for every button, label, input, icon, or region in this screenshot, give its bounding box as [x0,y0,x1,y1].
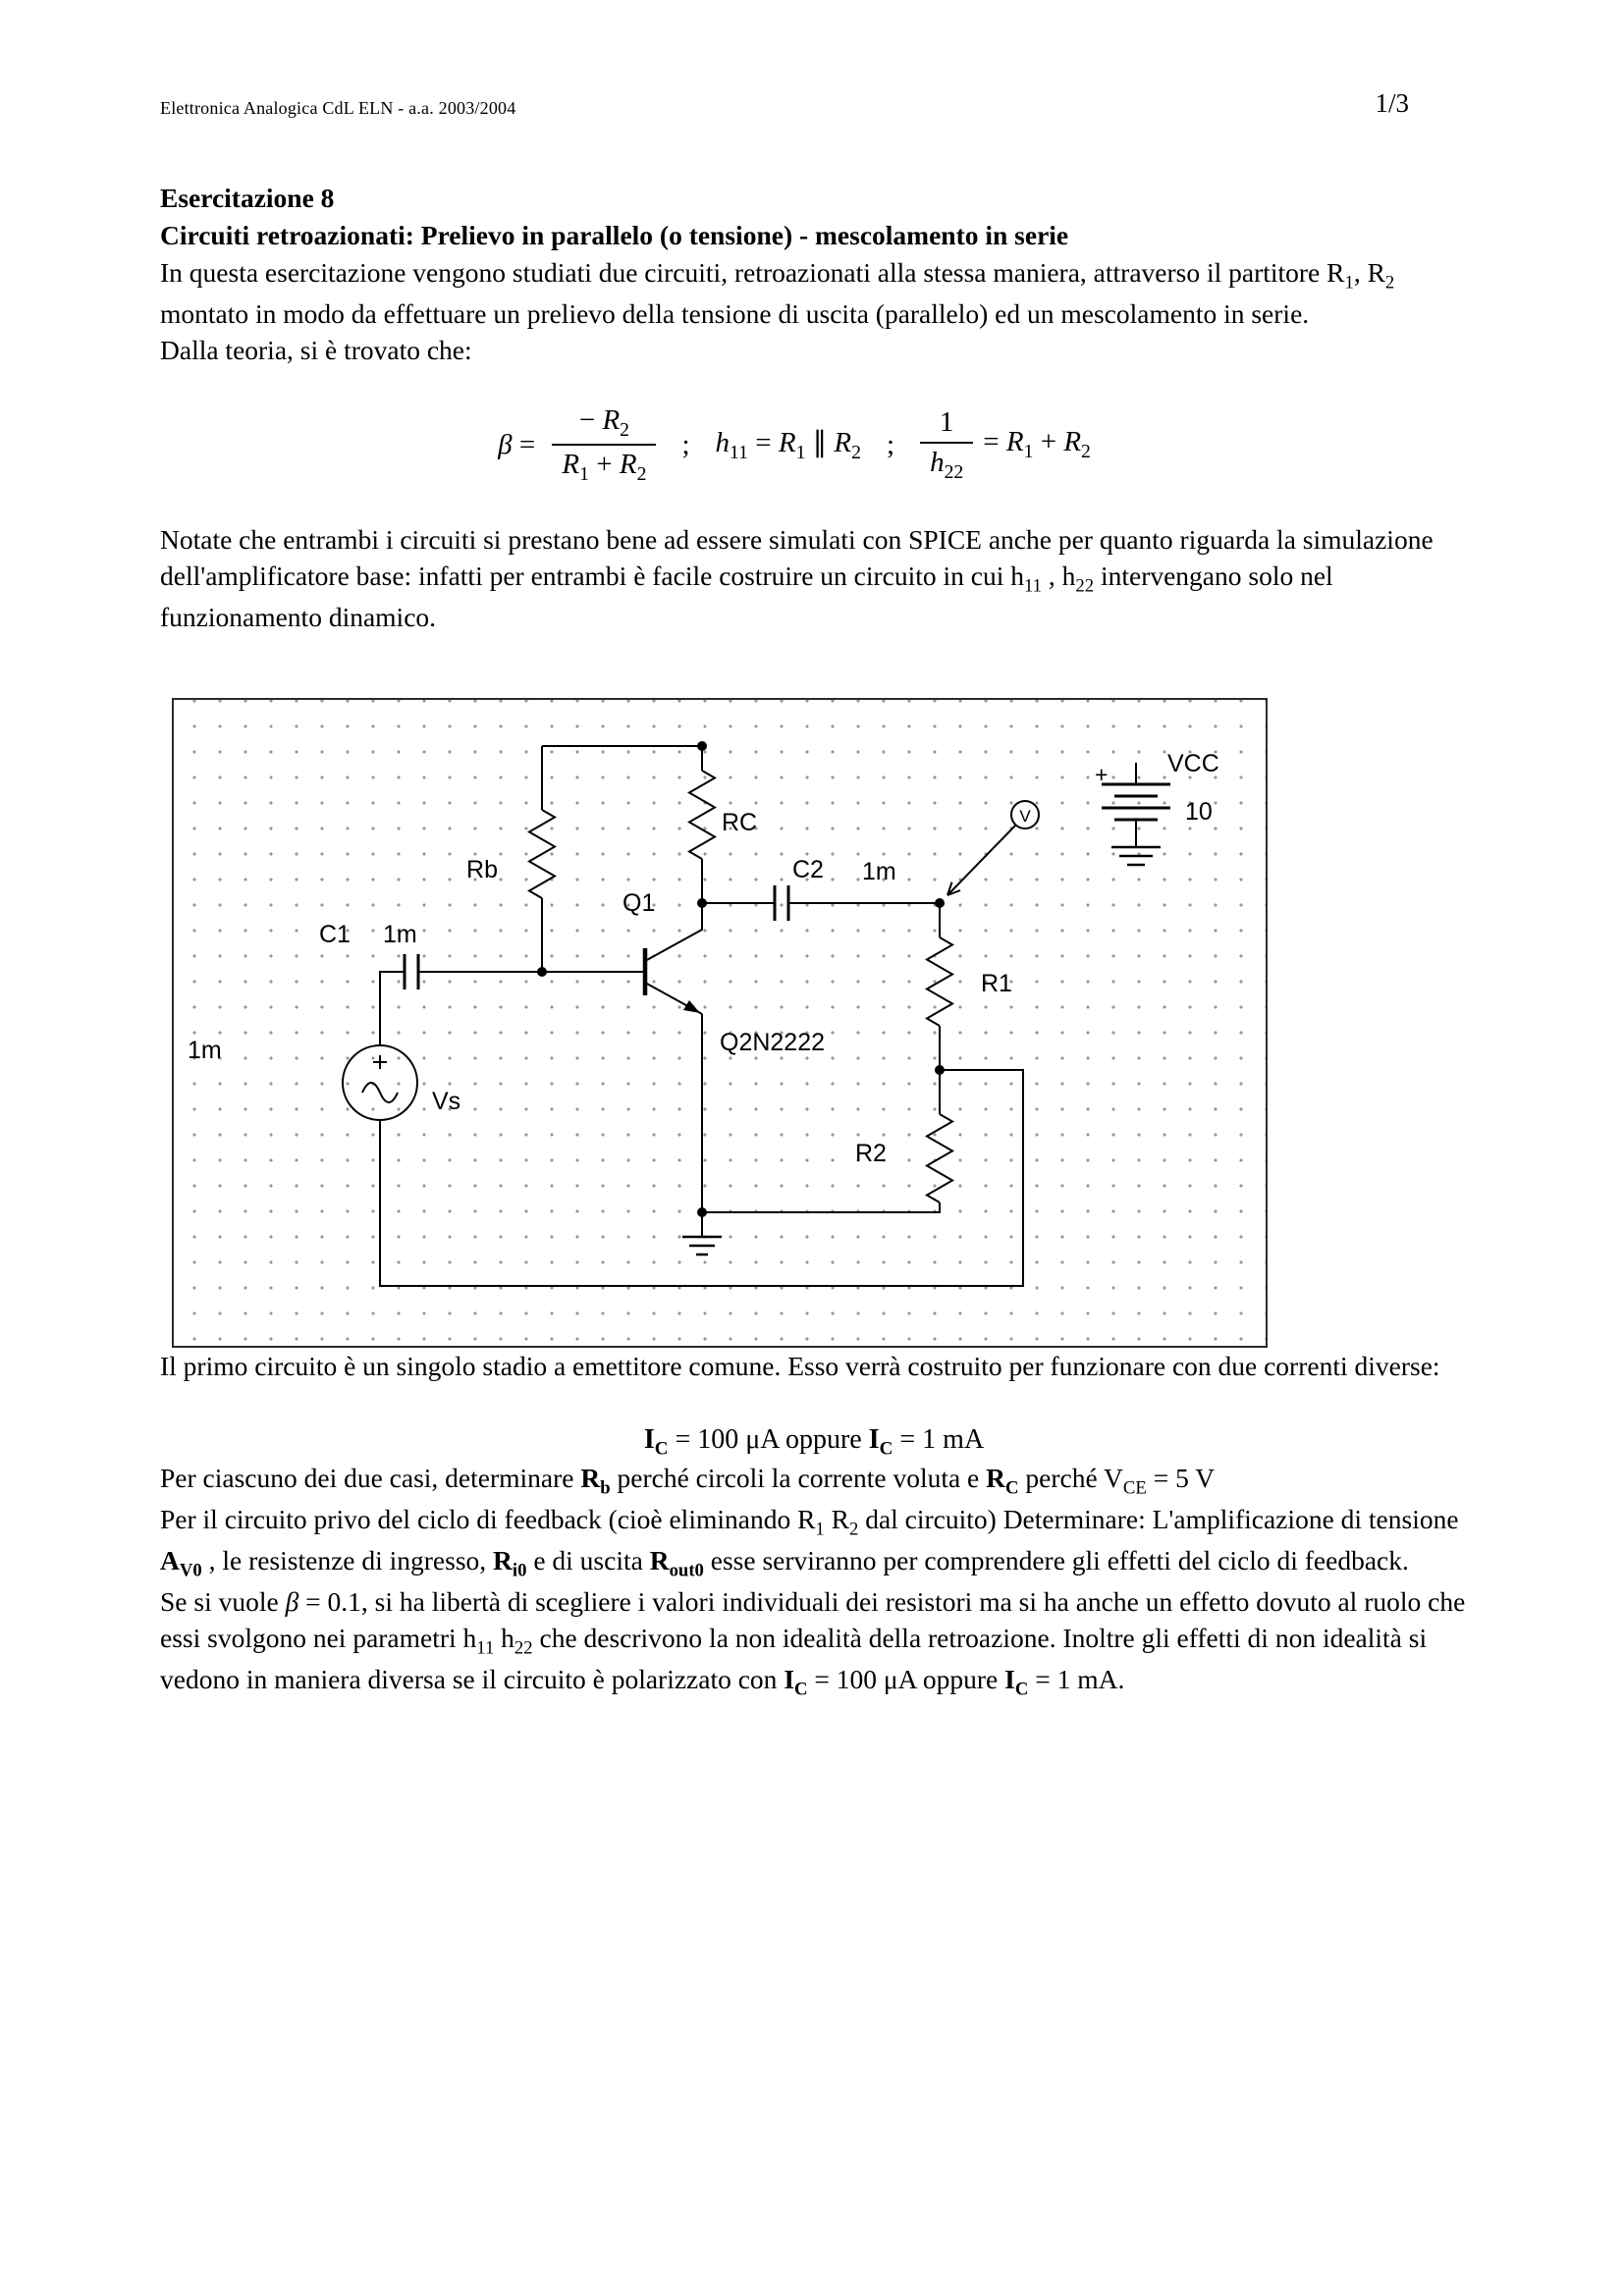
source-vs [342,1044,418,1122]
capacitor-c2 [773,885,790,922]
resistor-rc [686,770,718,861]
paragraph-first-circuit: Il primo circuito è un singolo stadio a … [160,1351,1440,1382]
circuit-wires [379,745,1024,1288]
probe-v-label: V [1019,807,1031,826]
formula-separator: ; [887,428,895,460]
title-block: Esercitazione 8 Circuiti retroazionati: … [160,180,1468,254]
capacitor-c1 [403,954,420,990]
paragraph-case-determine: Per ciascuno dei due casi, determinare R… [160,1463,1216,1499]
label-vs: Vs [432,1088,460,1115]
probe-arrowhead-icon [947,881,961,897]
paragraph-intro: In questa esercitazione vengono studiati… [160,256,1395,329]
label-rb: Rb [466,856,498,883]
resistor-r1 [924,936,955,1028]
sine-wave-icon [361,1082,399,1104]
junction-dot [537,967,547,978]
course-header: Elettronica Analogica CdL ELN - a.a. 200… [160,98,516,118]
label-c1-value: 1m [383,921,417,948]
junction-dot [697,1207,707,1218]
fraction-beta-numerator: − R2 [578,403,630,441]
ground-emitter-icon [682,1212,722,1256]
circuit-schematic: Rb RC C1 1m C2 1m Q1 Q2N2222 R1 R2 Vs 1m… [188,741,1219,1288]
label-r2: R2 [855,1140,887,1167]
vcc-plus-sign: + [1095,762,1108,787]
paragraph-beta-choice: Se si vuole β = 0.1, si ha libertà di sc… [160,1585,1466,1700]
junction-dot [935,898,945,909]
voltage-probe [947,800,1040,897]
resistor-r2 [924,1113,955,1204]
label-c1: C1 [319,921,351,948]
transistor-q1 [642,903,703,1016]
label-rc: RC [722,809,757,836]
label-r1: R1 [981,970,1012,997]
paragraph-theory-lead: Dalla teoria, si è trovato che: [160,335,472,366]
fraction-beta: − R2 R1 + R2 [552,403,657,486]
page-number: 1/3 [1375,88,1409,118]
ground-vcc-icon [1111,845,1161,867]
circuit-labels: Rb RC C1 1m C2 1m Q1 Q2N2222 R1 R2 Vs 1m… [188,750,1219,1167]
emitter-arrow-icon [683,1000,700,1014]
fraction-h22-numerator: 1 [939,405,954,438]
fraction-h22-denominator: h22 [920,441,974,483]
paragraph-no-feedback: Per il circuito privo del ciclo di feedb… [160,1504,1459,1581]
label-c2: C2 [792,856,824,883]
fraction-beta-denominator: R1 + R2 [552,444,657,485]
junction-dots [537,741,945,1218]
fraction-h22: 1 h22 [920,405,974,484]
junction-dot [697,741,707,752]
formula-feedback-parameters: β = − R2 R1 + R2 ; h11 = R1 ∥ R2 ; 1 h22… [160,404,1429,486]
battery-vcc [1102,763,1170,848]
formula-collector-current: IC = 100 μA oppure IC = 1 mA [643,1423,985,1460]
page-header: Elettronica Analogica CdL ELN - a.a. 200… [160,88,1468,119]
exercise-subtitle: Circuiti retroazionati: Prelievo in para… [160,219,1069,250]
circuit-figure: Rb RC C1 1m C2 1m Q1 Q2N2222 R1 R2 Vs 1m… [172,698,1268,1349]
junction-dot [697,898,707,909]
vs-plus-sign-icon [373,1055,387,1070]
formula-separator: ; [681,428,690,460]
label-q1: Q1 [622,889,655,917]
resistor-rb [526,809,558,900]
formula-h11: h11 = R1 ∥ R2 [715,427,862,463]
paragraph-spice-note: Notate che entrambi i circuiti si presta… [160,523,1434,632]
label-c2-value: 1m [862,858,896,885]
label-vcc-value: 10 [1185,798,1213,826]
exercise-title: Esercitazione 8 [160,183,335,213]
label-q1-model: Q2N2222 [720,1029,825,1056]
formula-beta-lhs: β = [498,428,543,460]
label-vcc: VCC [1167,750,1219,777]
formula-h22-rhs: = R1 + R2 [983,426,1091,462]
label-vs-value: 1m [188,1037,222,1064]
junction-dot [935,1065,945,1076]
